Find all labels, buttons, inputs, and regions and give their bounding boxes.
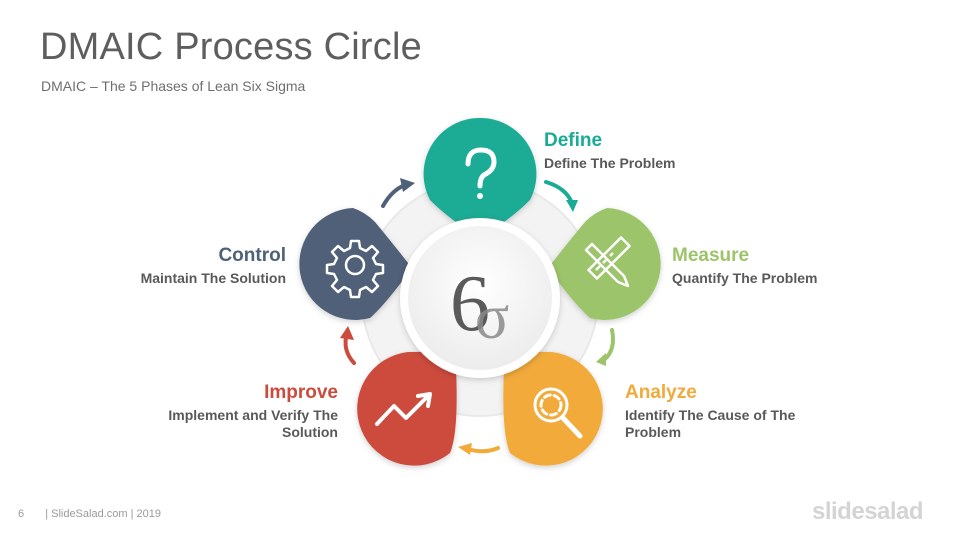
- center-six-sigma: 6 σ: [400, 218, 560, 378]
- phase-desc-improve: Implement and Verify The Solution: [168, 407, 338, 440]
- arrow-analyze-improve: [466, 446, 500, 454]
- phase-desc-define: Define The Problem: [544, 155, 676, 171]
- phase-title-control: Control: [218, 245, 286, 266]
- brand-logo: slidesalad: [812, 498, 924, 525]
- magnifier-icon: [533, 387, 583, 439]
- cycle-arrows: [340, 178, 615, 455]
- phase-title-improve: Improve: [264, 382, 338, 403]
- trend-up-icon: [375, 392, 432, 426]
- phase-title-define: Define: [544, 130, 603, 151]
- ruler-pencil-icon: [584, 236, 631, 288]
- sigma-symbol: σ: [475, 281, 510, 352]
- phase-node-improve: [357, 350, 457, 466]
- phase-title-measure: Measure: [672, 245, 750, 266]
- phase-node-control: [299, 208, 412, 320]
- arrow-measure-analyze-head: [596, 353, 606, 366]
- footer-credit: | SlideSalad.com | 2019: [45, 508, 161, 520]
- six-symbol: 6: [450, 260, 490, 348]
- footer: 6 | SlideSalad.com | 2019: [18, 508, 161, 520]
- phase-desc-analyze: Identify The Cause of The Problem: [625, 407, 796, 440]
- arrow-define-measure: [544, 180, 574, 205]
- phase-node-analyze: [503, 350, 603, 466]
- phase-desc-control: Maintain The Solution: [140, 270, 286, 286]
- arrow-define-measure-head: [566, 200, 578, 212]
- arrow-control-define: [381, 183, 407, 208]
- page-number: 6: [18, 508, 25, 520]
- arrow-control-define-head: [400, 178, 415, 192]
- question-icon: [465, 147, 497, 199]
- phase-node-define: [423, 117, 537, 238]
- arrow-analyze-improve-head: [458, 443, 472, 455]
- phase-desc-measure: Quantify The Problem: [672, 270, 818, 286]
- page-title: DMAIC Process Circle: [40, 26, 422, 68]
- arrow-improve-control-head: [340, 326, 354, 340]
- page-subtitle: DMAIC – The 5 Phases of Lean Six Sigma: [41, 78, 306, 94]
- phase-node-measure: [548, 208, 661, 320]
- gear-icon: [325, 239, 385, 299]
- phase-title-analyze: Analyze: [625, 382, 697, 403]
